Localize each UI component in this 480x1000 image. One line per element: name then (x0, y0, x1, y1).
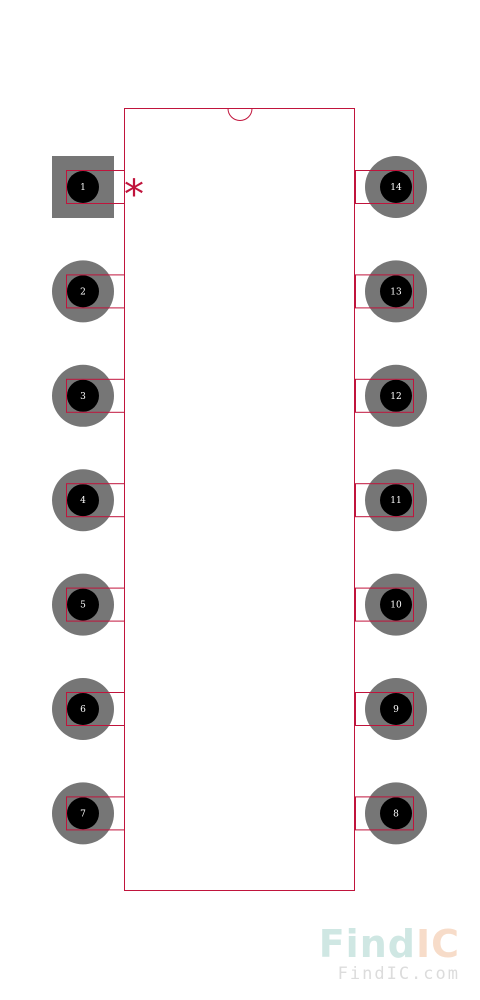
drill-hole (67, 171, 99, 203)
pin-number: 13 (390, 287, 402, 297)
pin-2: 2 (52, 260, 125, 323)
pin-1: 1 (52, 156, 125, 218)
pin-13: 13 (355, 260, 427, 323)
pin-number: 11 (390, 496, 401, 506)
pin-number: 14 (390, 183, 402, 193)
pin-number: 8 (393, 809, 399, 819)
pin-lead (355, 692, 414, 726)
pin-number: 9 (393, 705, 399, 715)
pin-lead (355, 796, 414, 831)
watermark: FindIC FindIC.com (319, 922, 460, 984)
pin-number: 10 (390, 601, 402, 611)
pin-lead (355, 483, 414, 518)
drill-hole (67, 275, 99, 308)
outline-layer (124, 108, 355, 891)
watermark-logo-part1: Find (319, 922, 416, 966)
pin-lead (355, 274, 414, 309)
pin1-notch (227, 108, 253, 121)
drill-hole (380, 484, 412, 517)
pin-10: 10 (355, 573, 427, 636)
pin-4: 4 (52, 469, 125, 532)
pin1-marker: * (124, 172, 144, 218)
drill-hole (380, 275, 412, 308)
pin-number: 6 (80, 705, 86, 715)
pin-5: 5 (52, 573, 125, 636)
pin-9: 9 (355, 678, 427, 740)
pin-6: 6 (52, 678, 125, 740)
watermark-logo: FindIC (319, 922, 460, 966)
watermark-url: FindIC.com (338, 964, 460, 984)
drill-hole (380, 379, 412, 412)
drill-hole (380, 588, 412, 621)
drill-hole (67, 588, 99, 621)
pin-12: 12 (355, 364, 427, 427)
pin-lead (355, 378, 414, 413)
drill-hole (67, 693, 99, 725)
pin-number: 12 (390, 392, 401, 402)
pin-11: 11 (355, 469, 427, 532)
drill-hole (67, 797, 99, 830)
pin-8: 8 (355, 782, 427, 845)
drill-hole (380, 693, 412, 725)
pin-number: 1 (80, 183, 86, 193)
pin-number: 3 (80, 392, 86, 402)
pin-3: 3 (52, 364, 125, 427)
pin-7: 7 (52, 782, 125, 845)
drill-hole (67, 379, 99, 412)
pin-lead (355, 587, 414, 622)
pin-number: 2 (80, 287, 86, 297)
drill-hole (380, 171, 412, 203)
pin-number: 7 (80, 809, 86, 819)
watermark-logo-part2: IC (416, 922, 460, 966)
pin-14: 14 (355, 156, 427, 218)
pin-lead (355, 170, 414, 204)
pin-number: 5 (80, 601, 86, 611)
package-outline (124, 108, 355, 891)
drill-hole (67, 484, 99, 517)
pin-number: 4 (80, 496, 86, 506)
drill-hole (380, 797, 412, 830)
